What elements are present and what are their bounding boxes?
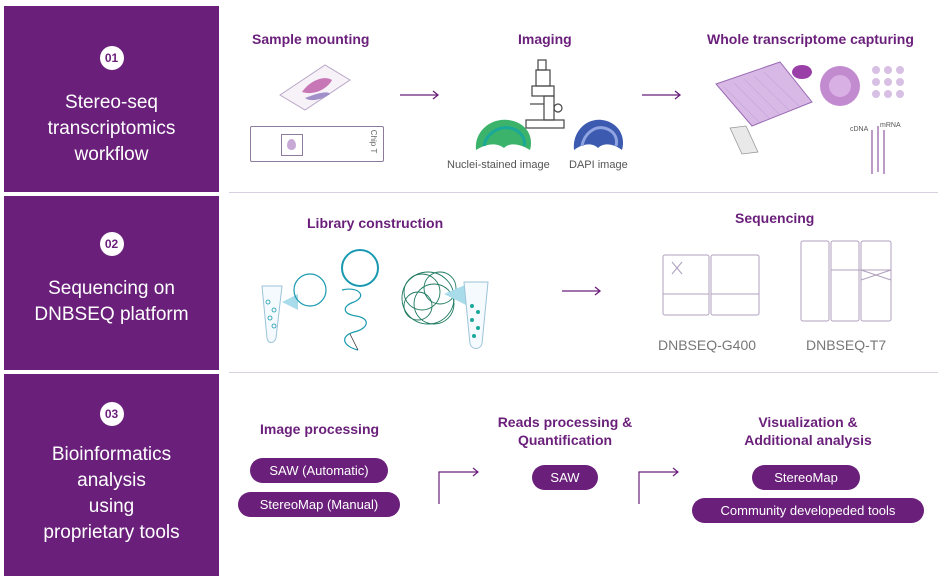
t7-label: DNBSEQ-T7 xyxy=(806,337,887,353)
dnbseq-t7-machine xyxy=(800,240,892,322)
row-divider xyxy=(229,192,938,193)
image-processing-label: Image processing xyxy=(260,421,380,437)
transcriptome-capture-illustration xyxy=(715,61,904,174)
chip-drop-icon xyxy=(287,139,296,150)
sample-slide-illustration xyxy=(279,64,351,111)
whole-transcriptome-label: Whole transcriptome capturing xyxy=(707,31,914,47)
sample-mounting-label: Sample mounting xyxy=(252,31,370,47)
dnbseq-g400-machine xyxy=(662,254,760,316)
stereomap-pill: StereoMap xyxy=(752,465,860,490)
reads-processing-label: Reads processing & Quantification xyxy=(497,414,633,448)
step-panel-1: 01 Stereo-seq transcriptomics workflow xyxy=(4,6,219,192)
library-construction-illustration xyxy=(261,249,489,351)
library-construction-label: Library construction xyxy=(307,215,444,231)
visualization-label: Visualization & Additional analysis xyxy=(744,414,872,448)
saw-automatic-pill: SAW (Automatic) xyxy=(250,458,388,483)
step-title: Stereo-seq transcriptomics workflow xyxy=(47,92,176,165)
bracket-arrow-icon xyxy=(638,467,679,504)
step-number-badge: 01 xyxy=(99,46,124,70)
imaging-label: Imaging xyxy=(518,31,572,47)
arrow-icon xyxy=(562,286,602,296)
microscope-icon xyxy=(525,59,565,129)
step-number-badge: 03 xyxy=(99,402,124,426)
community-tools-pill: Community developeded tools xyxy=(692,498,924,523)
nuclei-caption: Nuclei-stained image xyxy=(447,159,550,171)
chip-label: Chip T xyxy=(368,129,378,154)
step-title: Bioinformatics analysis using proprietar… xyxy=(43,444,180,543)
step-number-badge: 02 xyxy=(99,232,124,256)
mrna-label: mRNA xyxy=(880,122,901,129)
arrow-icon xyxy=(642,90,682,100)
cdna-label: cDNA xyxy=(850,126,869,133)
chip-square xyxy=(281,134,303,156)
step-panel-2: 02 Sequencing on DNBSEQ platform xyxy=(4,196,219,370)
chip-t-slide: Chip T xyxy=(250,126,384,162)
sequencing-label: Sequencing xyxy=(735,210,815,226)
saw-pill: SAW xyxy=(532,465,598,490)
step-title: Sequencing on DNBSEQ platform xyxy=(34,278,189,325)
dapi-caption: DAPI image xyxy=(569,159,628,171)
row-divider xyxy=(229,372,938,373)
arrow-icon xyxy=(400,90,440,100)
g400-label: DNBSEQ-G400 xyxy=(658,337,757,353)
step-panel-3: 03 Bioinformatics analysis using proprie… xyxy=(4,374,219,576)
dapi-image xyxy=(573,119,624,150)
bracket-arrow-icon xyxy=(438,467,479,504)
nuclei-stained-image xyxy=(475,119,532,150)
stereomap-manual-pill: StereoMap (Manual) xyxy=(238,492,400,517)
